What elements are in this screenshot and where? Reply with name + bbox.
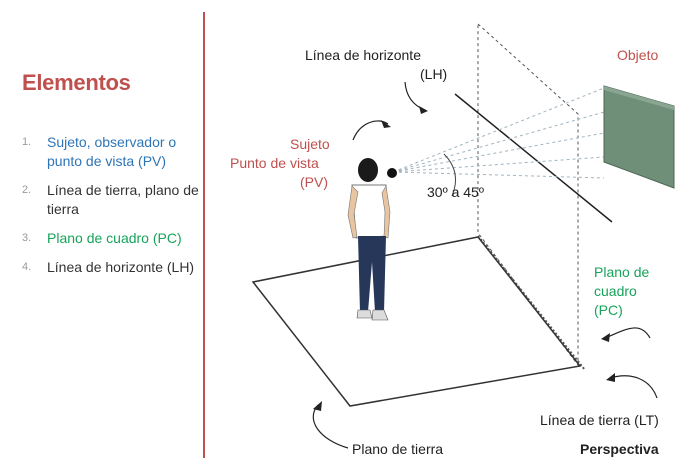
horizon-line-abbr: (LH) [420, 66, 448, 82]
list-number: 1. [22, 136, 32, 148]
vertical-divider [203, 12, 205, 458]
angle-label: 30º a 45º [427, 184, 484, 200]
viewpoint-label: Punto de vista [230, 155, 319, 171]
subject-label: Sujeto [290, 136, 330, 152]
object-block [603, 85, 675, 189]
ground-line [477, 235, 586, 371]
sight-rays [392, 87, 605, 179]
picture-plane [477, 22, 579, 367]
list-item: 2. Línea de tierra, plano de tierra [22, 181, 207, 219]
observer-figure [347, 158, 391, 321]
annotation-arrows [312, 81, 658, 449]
list-item: 1. Sujeto, observador o punto de vista (P… [22, 133, 207, 171]
eye-point [387, 168, 397, 178]
picture-plane-arrow [604, 327, 651, 339]
horizon-line [454, 93, 613, 223]
list-text: Plano de cuadro (PC) [47, 230, 182, 246]
viewpoint-abbr: (PV) [300, 174, 328, 190]
elements-heading: Elementos [22, 70, 131, 95]
list-item: 4. Línea de horizonte (LH) [22, 258, 207, 277]
picture-plane-label-1: Plano de [594, 264, 650, 280]
list-text: Línea de tierra, plano de tierra [47, 182, 199, 217]
horizon-arrow [404, 81, 426, 111]
list-number: 2. [22, 184, 32, 196]
horizon-line-label: Línea de horizonte [305, 47, 421, 63]
object-label: Objeto [617, 47, 659, 63]
list-number: 4. [22, 261, 32, 273]
list-text: Línea de horizonte (LH) [47, 259, 195, 275]
elements-list: 1. Sujeto, observador o punto de vista (P… [22, 133, 207, 287]
viewpoint-arrow [352, 120, 389, 141]
arrowheads [313, 106, 615, 411]
angle-arc [443, 153, 457, 197]
picture-plane-abbr: (PC) [594, 302, 623, 318]
list-number: 3. [22, 232, 32, 244]
list-item: 3. Plano de cuadro (PC) [22, 229, 207, 248]
ground-plane [251, 236, 582, 407]
diagram-title: Perspectiva [580, 441, 659, 457]
elements-panel: Elementos 1. Sujeto, observador o punto d… [0, 0, 203, 468]
ground-line-arrow [609, 375, 658, 399]
list-text: Sujeto, observador o punto de vista (PV) [47, 134, 177, 169]
ground-plane-label: Plano de tierra [352, 441, 444, 457]
picture-plane-label-2: cuadro [594, 283, 637, 299]
ground-line-label: Línea de tierra (LT) [540, 412, 659, 428]
ground-plane-arrow [312, 404, 349, 449]
